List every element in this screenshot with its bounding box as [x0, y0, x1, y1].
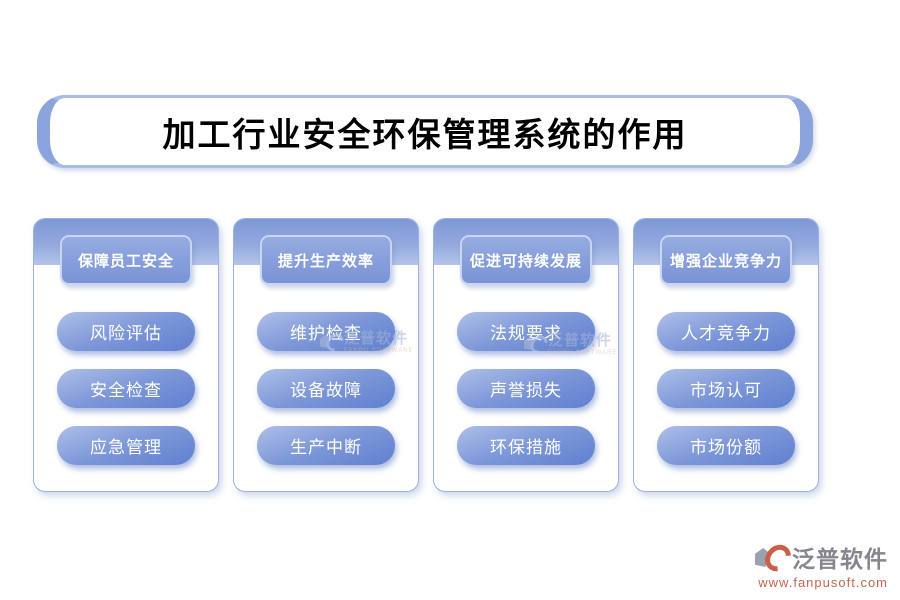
fanpu-logo-name: 泛普软件 — [792, 546, 888, 572]
item-reputation-loss: 声誉损失 — [457, 369, 595, 408]
item-market-recognition: 市场认可 — [657, 369, 795, 408]
columns-container: 保障员工安全 风险评估 安全检查 应急管理 提升生产效率 维护检查 设备故障 生… — [33, 218, 819, 492]
item-regulatory-requirements: 法规要求 — [457, 312, 595, 351]
fanpu-logo: 泛普软件 www.fanpusoft.com — [755, 539, 888, 590]
item-equipment-failure: 设备故障 — [257, 369, 395, 408]
item-production-interruption: 生产中断 — [257, 426, 395, 465]
item-list: 人才竞争力 市场认可 市场份额 — [634, 312, 818, 465]
column-header-production-efficiency: 提升生产效率 — [260, 235, 392, 285]
item-safety-inspection: 安全检查 — [57, 369, 195, 408]
column-header-label: 保障员工安全 — [77, 252, 174, 270]
item-list: 维护检查 设备故障 生产中断 — [234, 312, 418, 465]
column-header-label: 促进可持续发展 — [469, 252, 582, 270]
column-header-employee-safety: 保障员工安全 — [60, 235, 192, 285]
column-production-efficiency: 提升生产效率 维护检查 设备故障 生产中断 — [233, 218, 419, 492]
item-list: 风险评估 安全检查 应急管理 — [34, 312, 218, 465]
item-environmental-measures: 环保措施 — [457, 426, 595, 465]
column-employee-safety: 保障员工安全 风险评估 安全检查 应急管理 — [33, 218, 219, 492]
diagram-title-box: 加工行业安全环保管理系统的作用 — [37, 95, 813, 168]
column-header-label: 提升生产效率 — [277, 252, 374, 270]
fanpu-logo-url: www.fanpusoft.com — [758, 575, 888, 590]
item-talent-competitiveness: 人才竞争力 — [657, 312, 795, 351]
item-maintenance-inspection: 维护检查 — [257, 312, 395, 351]
fanpu-logo-icon — [755, 539, 797, 577]
column-header-sustainable-development: 促进可持续发展 — [460, 235, 592, 285]
column-competitiveness: 增强企业竞争力 人才竞争力 市场认可 市场份额 — [633, 218, 819, 492]
column-header-label: 增强企业竞争力 — [669, 252, 782, 270]
item-emergency-management: 应急管理 — [57, 426, 195, 465]
item-risk-assessment: 风险评估 — [57, 312, 195, 351]
item-list: 法规要求 声誉损失 环保措施 — [434, 312, 618, 465]
column-sustainable-development: 促进可持续发展 法规要求 声誉损失 环保措施 — [433, 218, 619, 492]
page-title: 加工行业安全环保管理系统的作用 — [162, 117, 688, 154]
column-header-competitiveness: 增强企业竞争力 — [660, 235, 792, 285]
item-market-share: 市场份额 — [657, 426, 795, 465]
